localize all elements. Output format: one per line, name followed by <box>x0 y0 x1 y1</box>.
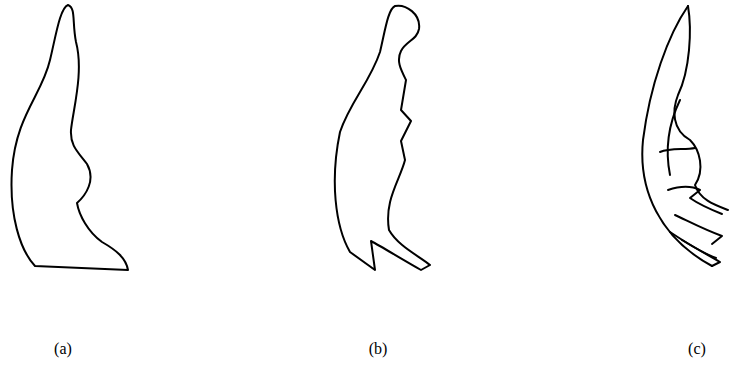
shape-c-prong <box>682 240 720 266</box>
shape-c-inner-fold <box>668 100 680 175</box>
shape-c-prong <box>668 187 722 214</box>
shape-c-prong <box>670 232 716 258</box>
figure-label: (c) <box>688 340 706 358</box>
shape-c-prong <box>660 148 695 152</box>
figure-label: (b) <box>369 340 388 358</box>
shape-b <box>335 6 430 270</box>
figure-label: (a) <box>54 340 72 358</box>
shape-a <box>12 5 128 270</box>
shape-c-inner <box>674 6 728 210</box>
